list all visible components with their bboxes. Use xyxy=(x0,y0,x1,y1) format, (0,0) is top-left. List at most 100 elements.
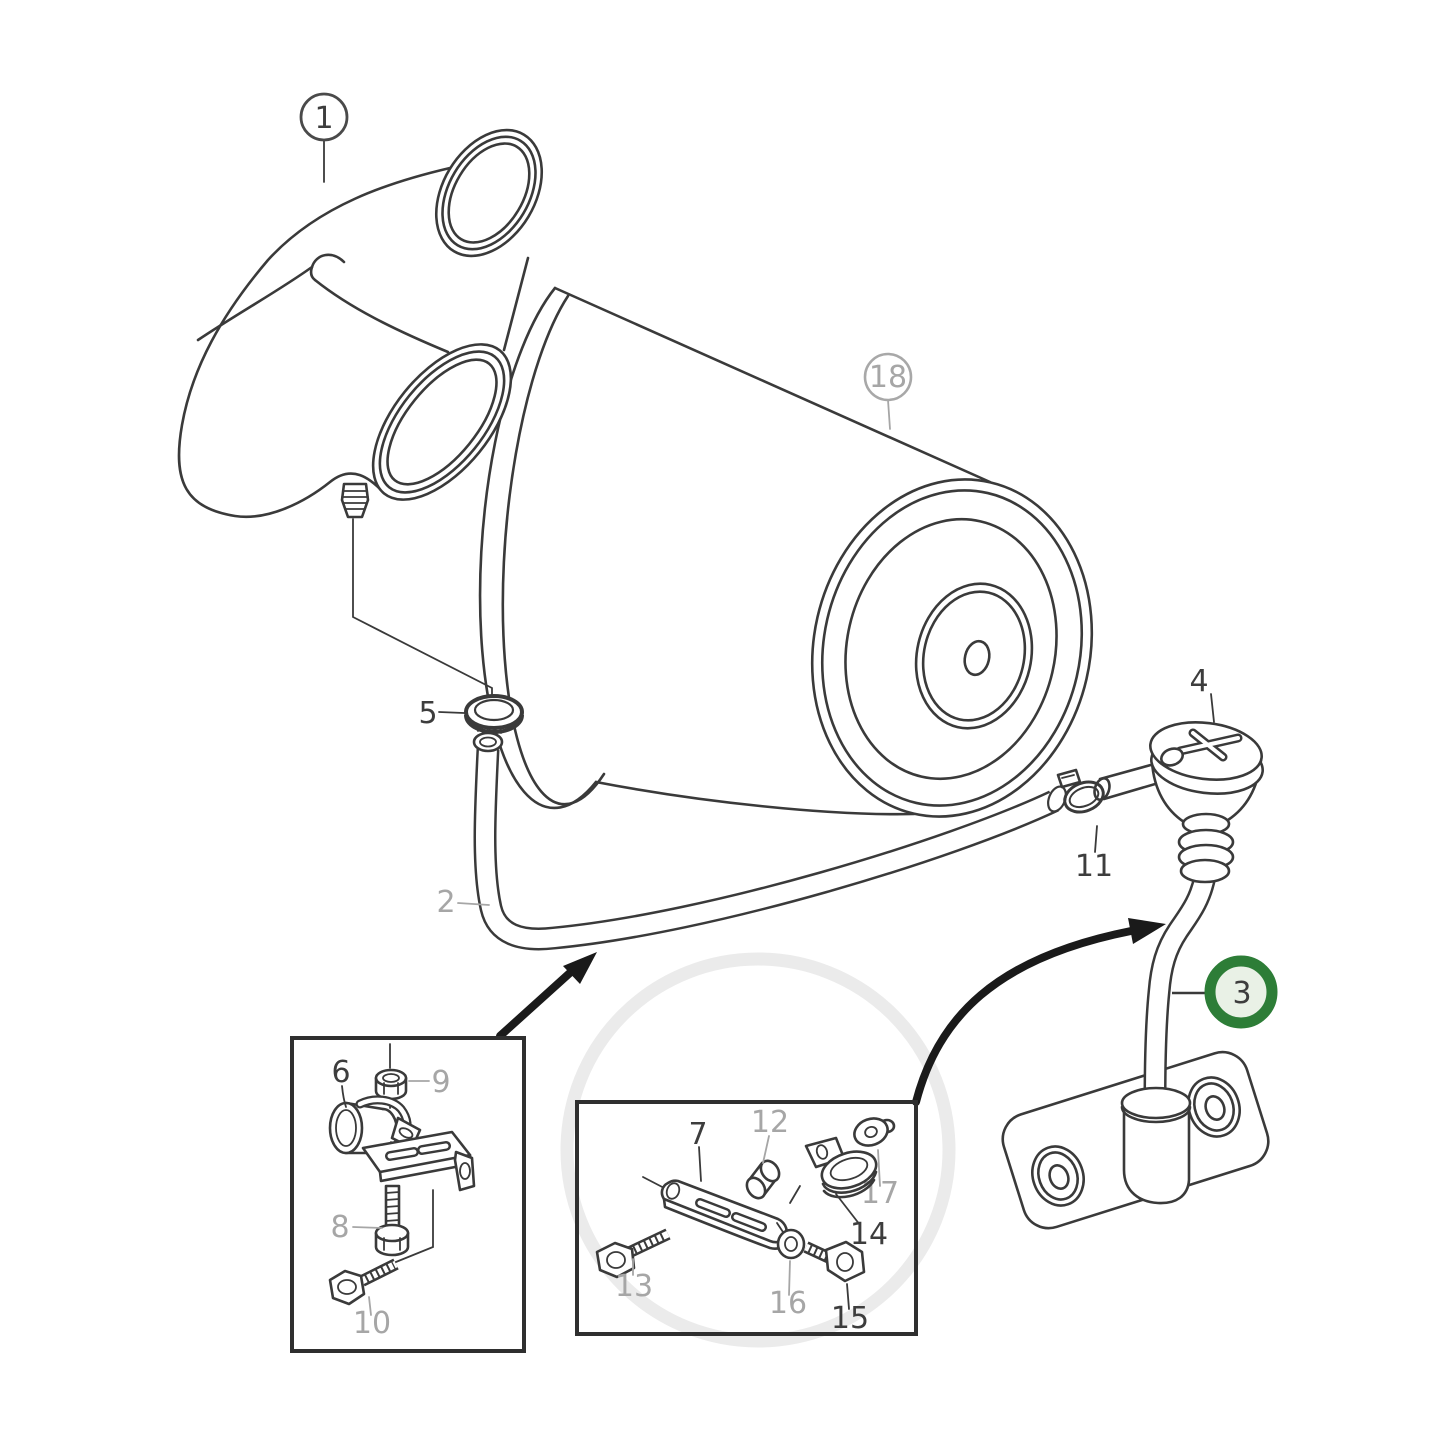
arrow-right-shaft xyxy=(912,927,1135,1106)
elbow-block-collar-rim xyxy=(1120,1105,1192,1124)
part-13-bolt: 13 xyxy=(595,1228,671,1304)
clamp-screw-housing xyxy=(1056,768,1082,789)
part-11-hose-clamp: 11 xyxy=(1056,761,1164,884)
part-17-washer: 17 xyxy=(853,1117,899,1211)
elbow-bottom-flange-rim xyxy=(378,350,506,494)
part-12-spacer: 12 xyxy=(745,1105,789,1200)
clamp-band-inner xyxy=(1068,785,1100,809)
plate-hole-left-center xyxy=(1048,1164,1070,1190)
inset-box-left-fill xyxy=(292,1038,524,1351)
part-label-16: 16 xyxy=(769,1286,807,1321)
label-8-leader xyxy=(352,1226,383,1229)
part-1-elbow-pipe xyxy=(177,128,544,519)
clamp-screw-slot xyxy=(1061,774,1075,779)
tab-to-bolt-line xyxy=(385,1189,434,1267)
arrow-left-head xyxy=(563,952,597,984)
inset-box-middle: 7 12 17 14 xyxy=(575,1100,918,1336)
part-label-8: 8 xyxy=(330,1210,349,1245)
nut-knurl xyxy=(499,726,502,734)
valve-handle-ring xyxy=(1160,747,1184,767)
cylinder-center-hole xyxy=(963,639,991,677)
clamp-to-bracket-line xyxy=(789,1185,801,1204)
plate-hole-right xyxy=(1187,1076,1241,1138)
callout-3-ring[interactable] xyxy=(1204,955,1278,1029)
label-17-leader xyxy=(877,1149,881,1187)
cylinder-bottom-edge xyxy=(594,780,916,816)
bolt-10-head-face xyxy=(337,1279,357,1295)
stud-8-head-top xyxy=(374,1223,410,1243)
grommet-left-inner xyxy=(335,1109,357,1147)
elbow-stud xyxy=(340,482,370,519)
part-9-nut: 9 xyxy=(374,1065,451,1101)
plate-hole-left xyxy=(1031,1145,1085,1207)
bracket-to-washer-line xyxy=(776,1222,784,1233)
label-4-leader xyxy=(1210,693,1215,723)
part-label-12: 12 xyxy=(751,1105,789,1140)
part-label-3: 3 xyxy=(1232,976,1251,1011)
hose-2-top-opening xyxy=(472,731,504,753)
washer-16-face xyxy=(776,1228,806,1260)
elbow-left-silhouette xyxy=(177,166,452,519)
part-2-hose: 2 xyxy=(436,731,1067,951)
bracket-7-hole xyxy=(665,1182,681,1200)
part-label-14: 14 xyxy=(850,1217,888,1252)
hose-3-core xyxy=(1146,873,1214,1101)
hose-3-elbow-block xyxy=(1122,1102,1191,1205)
elbow-upper-tube-edge xyxy=(196,265,314,342)
elbow-bottom-flange-inner xyxy=(386,358,498,486)
cylinder-front-ring xyxy=(844,517,1058,781)
part-label-6: 6 xyxy=(331,1055,350,1090)
part-8-stud: 8 xyxy=(330,1184,410,1257)
bolt-15-hex-head xyxy=(824,1240,866,1283)
part-label-10: 10 xyxy=(353,1306,391,1341)
callout-3-highlight[interactable]: 3 xyxy=(1172,955,1278,1029)
bracket-bent-tab xyxy=(453,1150,476,1192)
nut-9-hole xyxy=(382,1073,400,1083)
clamp-14-tab-hole xyxy=(815,1144,829,1160)
part-16-washer: 16 xyxy=(769,1228,807,1321)
stud-8-thread xyxy=(385,1198,400,1201)
part-label-15: 15 xyxy=(831,1301,869,1336)
cylinder-front-rim xyxy=(820,489,1084,807)
arrow-right-head xyxy=(1128,918,1166,944)
saddle-clamp-slot xyxy=(398,1127,414,1139)
bolt-10-hex-head xyxy=(328,1269,366,1306)
elbow-top-flange-inner xyxy=(447,142,531,244)
hose-2-top-opening-inner xyxy=(479,736,497,748)
part-label-9: 9 xyxy=(431,1065,450,1100)
label-14-leader xyxy=(835,1193,861,1226)
elbow-lower-tube-edge xyxy=(313,278,450,354)
cylinder-back-rim xyxy=(501,294,606,806)
valve-barb-3 xyxy=(1179,858,1231,884)
label-10-leader xyxy=(368,1296,372,1316)
bracket-slot-1-core xyxy=(387,1149,417,1159)
stud-8-thread xyxy=(385,1191,400,1194)
label-15-leader xyxy=(846,1283,850,1310)
part-18-silencer-cylinder xyxy=(478,286,1094,818)
bracket-slot-2-core xyxy=(419,1143,449,1153)
clamp-14-ring-inner xyxy=(829,1156,869,1182)
inset-box-middle-border xyxy=(575,1100,918,1336)
bolt-13-hex-head xyxy=(595,1241,636,1279)
elbow-top-flange-rim xyxy=(441,135,537,251)
part-label-18: 18 xyxy=(869,360,907,395)
label-2-leader xyxy=(457,902,490,906)
clamp-14-band-lower xyxy=(821,1170,878,1194)
bracket-left-box xyxy=(361,1130,476,1192)
inset-box-left: 9 6 xyxy=(290,1036,526,1353)
bolt-13-head-face xyxy=(606,1251,626,1269)
washer-16-hole xyxy=(784,1236,798,1252)
valve-handle-bar-b-core xyxy=(1191,731,1225,759)
inset-box-left-border xyxy=(290,1036,526,1353)
part-label-5: 5 xyxy=(418,696,437,731)
label-12-leader xyxy=(762,1135,770,1164)
label-5-leader xyxy=(438,711,465,714)
label-11-leader xyxy=(1094,825,1098,853)
part-label-11: 11 xyxy=(1075,849,1113,884)
part-label-1: 1 xyxy=(314,101,333,136)
part-label-13: 13 xyxy=(615,1269,653,1304)
arrow-left-shaft xyxy=(496,967,576,1040)
arrow-to-hose-2 xyxy=(496,952,597,1040)
part-label-2: 2 xyxy=(436,885,455,920)
